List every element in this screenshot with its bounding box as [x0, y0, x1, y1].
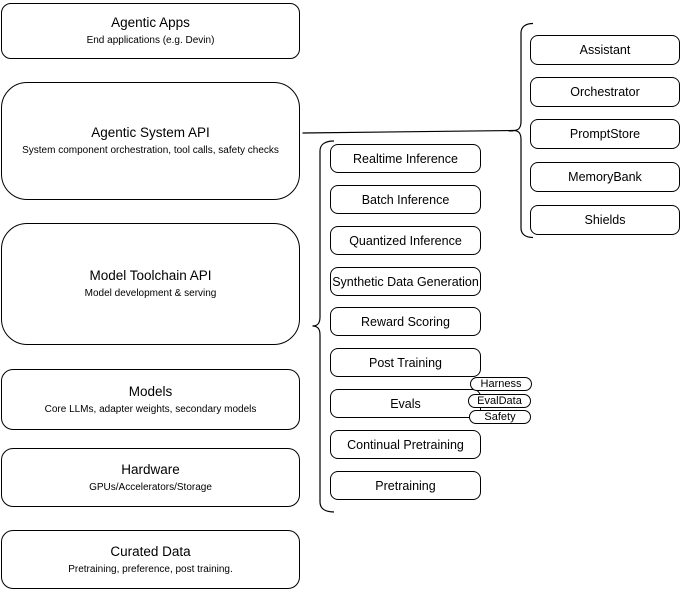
node-orchestrator: Orchestrator [530, 77, 680, 107]
tag-harness: Harness [470, 377, 532, 391]
node-label: Reward Scoring [361, 314, 450, 329]
node-label: Synthetic Data Generation [332, 274, 479, 289]
node-label: Assistant [579, 43, 631, 57]
node-label: Batch Inference [361, 192, 450, 207]
node-label: MemoryBank [568, 170, 642, 184]
node-realtime-inference: Realtime Inference [330, 144, 481, 173]
node-model-toolchain-api: Model Toolchain API Model development & … [1, 223, 300, 345]
node-quantized-inference: Quantized Inference [330, 226, 481, 255]
node-title: Hardware [121, 461, 180, 477]
tag-label: Safety [484, 411, 516, 423]
tag-safety: Safety [469, 410, 531, 424]
node-label: Pretraining [375, 478, 436, 493]
node-label: Evals [390, 396, 421, 411]
system-api-connector-line [302, 129, 514, 134]
node-models: Models Core LLMs, adapter weights, secon… [1, 369, 300, 430]
node-subtitle: Pretraining, preference, post training. [68, 563, 233, 575]
node-assistant: Assistant [530, 35, 680, 65]
tag-label: Harness [480, 378, 522, 390]
node-batch-inference: Batch Inference [330, 185, 481, 214]
node-subtitle: System component orchestration, tool cal… [22, 145, 279, 156]
tag-label: EvalData [477, 395, 522, 407]
node-agentic-system-api: Agentic System API System component orch… [1, 82, 300, 200]
node-synthetic-data-generation: Synthetic Data Generation [330, 267, 481, 296]
node-agentic-apps: Agentic Apps End applications (e.g. Devi… [1, 3, 300, 59]
node-shields: Shields [530, 205, 680, 235]
node-title: Agentic Apps [111, 15, 190, 30]
node-label: Quantized Inference [349, 233, 462, 248]
node-curated-data: Curated Data Pretraining, preference, po… [1, 530, 300, 589]
node-label: Shields [584, 213, 626, 227]
node-hardware: Hardware GPUs/Accelerators/Storage [1, 448, 300, 507]
node-title: Models [128, 383, 173, 399]
node-label: Continual Pretraining [347, 437, 464, 452]
node-continual-pretraining: Continual Pretraining [330, 430, 481, 459]
node-label: Orchestrator [570, 85, 640, 99]
node-label: PromptStore [569, 127, 641, 141]
tag-evaldata: EvalData [468, 394, 531, 408]
node-pretraining: Pretraining [330, 471, 481, 500]
node-promptstore: PromptStore [530, 119, 680, 149]
node-label: Post Training [369, 355, 442, 370]
node-subtitle: End applications (e.g. Devin) [86, 35, 215, 46]
toolchain-brace [312, 140, 335, 513]
node-evals: Evals [330, 389, 481, 418]
node-subtitle: Core LLMs, adapter weights, secondary mo… [44, 403, 257, 415]
node-post-training: Post Training [330, 348, 481, 377]
node-subtitle: GPUs/Accelerators/Storage [89, 481, 212, 493]
node-subtitle: Model development & serving [84, 288, 217, 299]
node-title: Model Toolchain API [89, 268, 212, 283]
node-label: Realtime Inference [353, 151, 458, 166]
node-title: Agentic System API [91, 125, 210, 140]
node-title: Curated Data [110, 543, 191, 559]
node-memorybank: MemoryBank [530, 162, 680, 192]
node-reward-scoring: Reward Scoring [330, 307, 481, 336]
